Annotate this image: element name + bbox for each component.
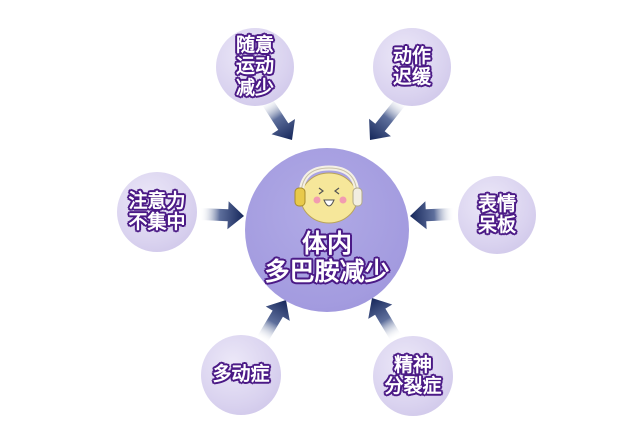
node-top-left: 随意运动减少: [216, 28, 294, 106]
node-label-line: 迟缓: [392, 66, 431, 88]
node-label-line: 不集中: [128, 211, 186, 233]
node-label-line: 分裂症: [384, 375, 442, 397]
node-label-line: 多动症: [212, 363, 270, 386]
node-label-line: 减少: [235, 76, 274, 99]
arrow-icon: [260, 96, 296, 140]
arrow-icon: [369, 96, 407, 141]
arrow-icon: [368, 298, 402, 342]
node-left: 注意力不集中: [117, 172, 197, 252]
node-label-line: 呆板: [477, 214, 516, 236]
node-label-line: 运动: [235, 55, 274, 78]
arrow-icon: [256, 300, 290, 344]
node-top-right: 动作迟缓: [373, 28, 451, 106]
node-label-line: 表情: [477, 192, 516, 215]
node-label-line: 随意: [235, 34, 274, 57]
node-right: 表情呆板: [458, 176, 536, 254]
node-label-line: 注意力: [128, 189, 186, 212]
node-label-line: 精神: [393, 353, 432, 376]
node-bottom-left: 多动症: [201, 335, 281, 415]
node-bottom-right: 精神分裂症: [373, 336, 453, 416]
center-node: 体内 多巴胺减少: [245, 148, 409, 312]
smiling-headphones-character-icon: [294, 165, 363, 224]
node-label-line: 动作: [392, 44, 431, 67]
arrow-icon: [199, 201, 244, 230]
center-label: 体内 多巴胺减少: [264, 230, 389, 286]
center-label-line: 体内: [301, 229, 352, 258]
arrow-icon: [410, 201, 455, 230]
center-label-line: 多巴胺减少: [264, 257, 390, 286]
